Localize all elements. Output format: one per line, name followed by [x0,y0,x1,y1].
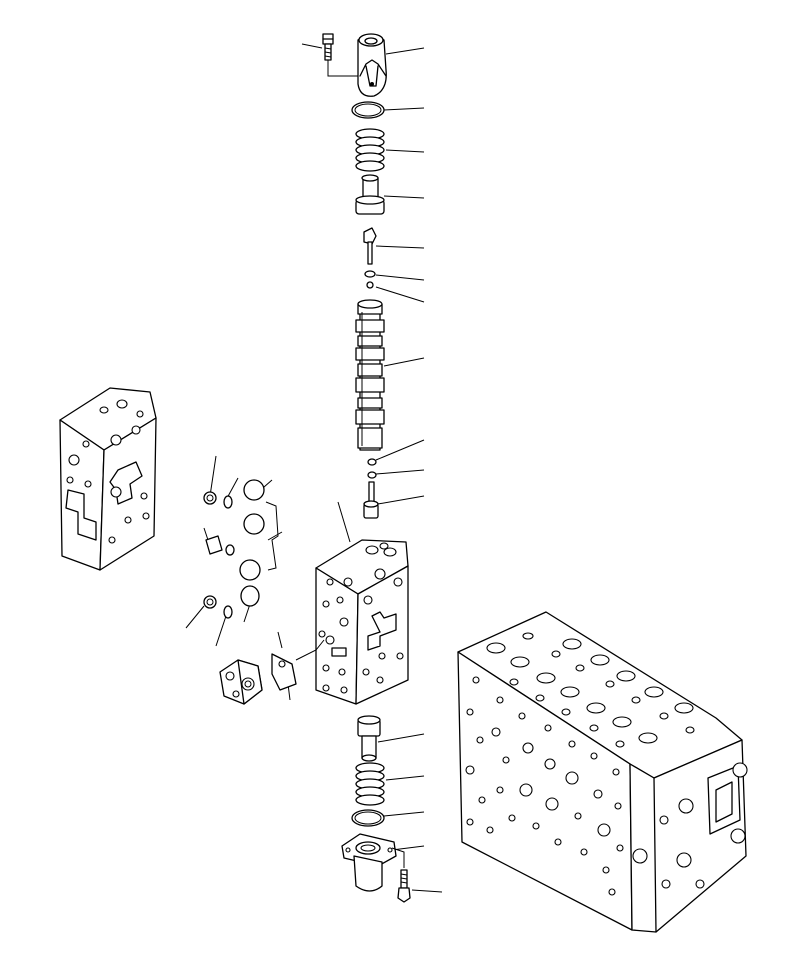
spool [355,299,385,451]
o-ring-bottom [351,809,385,827]
retainer-bottom [357,715,381,762]
retainer-top [355,174,385,215]
control-valve-assembly [457,611,748,933]
o-ring-small-a [364,270,376,278]
seal-kit-rings [203,479,279,619]
o-ring-small-b [366,281,374,289]
o-ring-top [351,101,385,119]
bolt-bottom [397,869,411,903]
o-ring-small-c [367,458,377,466]
stopper-pin [363,227,377,265]
side-block [59,387,157,571]
piston [363,481,379,519]
valve-body [315,539,409,705]
cover-top [357,33,387,97]
spring-bottom [355,762,385,806]
pilot-block [219,659,263,705]
gasket-leader [295,639,325,661]
gasket [271,653,297,691]
leader-lines [185,43,443,893]
spring-top [355,128,385,172]
o-ring-small-d [367,471,377,479]
cover-bottom [341,833,405,892]
bolt-top [322,33,360,77]
